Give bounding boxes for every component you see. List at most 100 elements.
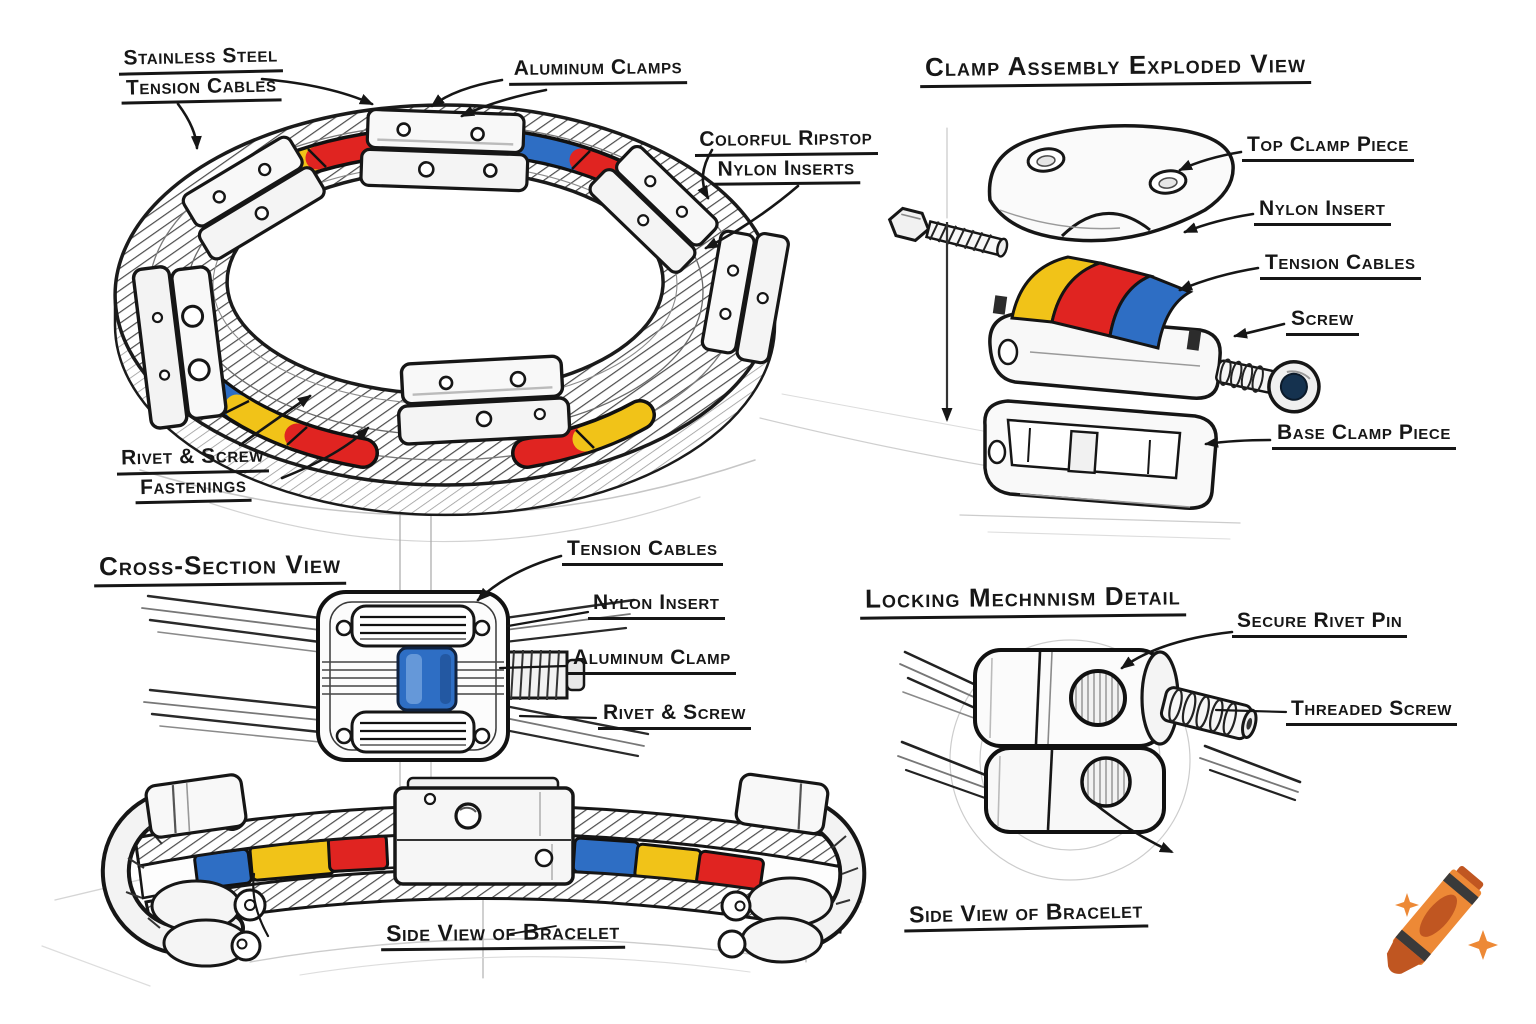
label-line: Nylon Insert <box>1254 196 1391 226</box>
side-view-drawing <box>100 772 867 968</box>
sparkle-icon <box>1468 930 1498 960</box>
label-threaded-screw: Threaded Screw <box>1286 696 1496 726</box>
label-base-clamp-piece: Base Clamp Piece <box>1272 420 1492 450</box>
label-line: Tension Cables <box>1260 250 1421 280</box>
exploded-view-drawing <box>887 124 1321 510</box>
label-line: Secure Rivet Pin <box>1232 608 1408 638</box>
lower-rivet-hole <box>1080 756 1132 808</box>
label-line: Side View of Bracelet <box>903 895 1149 933</box>
title-clamp-assembly-exploded-view: Clamp Assembly Exploded View <box>919 47 1320 88</box>
leader-aluminum-clamps-a <box>430 78 504 108</box>
leader-side-view-left-b <box>509 925 557 935</box>
leader-tension-cables-exp <box>1178 266 1260 292</box>
label-top-clamp-piece: Top Clamp Piece <box>1242 132 1442 162</box>
leader-fastenings-a <box>238 394 312 447</box>
label-cs-tension-cables: Tension Cables <box>562 536 752 566</box>
leader-nylon-inserts-a <box>697 148 714 200</box>
label-line: Rivet & Screw <box>115 442 270 476</box>
hex-screw <box>887 206 1009 258</box>
clamp-upper-right <box>588 144 719 274</box>
leader-aluminum-clamps-b <box>460 88 548 118</box>
side-insert-blue <box>571 836 641 878</box>
sparkle-icon <box>1395 893 1419 917</box>
label-line: Screw <box>1286 306 1359 336</box>
label-line: Tension Cables <box>120 71 282 105</box>
locking-barrel <box>973 648 1180 834</box>
label-line: Aluminum Clamps <box>508 54 688 86</box>
leader-top-clamp <box>1178 150 1243 172</box>
label-line: Tension Cables <box>562 536 723 566</box>
leader-fastenings-b <box>280 426 370 480</box>
leader-tension-cables-a <box>260 77 374 106</box>
top-clamp-piece <box>987 124 1235 243</box>
locking-cables <box>897 650 1302 802</box>
aluminum-clamps <box>131 107 790 446</box>
label-side-view-right: Side View of Bracelet <box>896 895 1157 933</box>
leader-nylon-insert-exp <box>1183 212 1255 234</box>
leader-base-clamp <box>1204 436 1272 448</box>
rivet-pin-hole <box>1069 669 1127 727</box>
crayon-icon <box>1386 865 1498 974</box>
label-line: Top Clamp Piece <box>1242 132 1414 162</box>
insert-red <box>284 423 376 466</box>
leader-cs-aluminum-clamp <box>498 664 568 670</box>
label-side-view-left: Side View of Bracelet <box>368 916 638 952</box>
side-clasp-plate <box>393 776 575 886</box>
label-stainless-steel-tension-cables: Stainless Steel Tension Cables <box>94 42 307 106</box>
middle-clamp-assembly <box>988 255 1222 400</box>
label-screw: Screw <box>1286 306 1386 336</box>
leader-threaded-screw <box>1214 708 1288 714</box>
label-line: Colorful Ripstop <box>694 125 878 157</box>
label-cs-aluminum-clamp: Aluminum Clamp <box>568 645 788 675</box>
insert-separators <box>224 148 642 449</box>
label-tension-cables-exploded: Tension Cables <box>1260 250 1445 280</box>
leader-side-view-left <box>252 872 270 938</box>
label-cs-nylon-insert: Nylon Insert <box>588 590 753 620</box>
section-title: Clamp Assembly Exploded View <box>919 47 1312 88</box>
insert-yellow <box>572 402 653 452</box>
title-cross-section-view: Cross-Section View <box>93 548 354 588</box>
clamp-right <box>700 229 790 365</box>
socket-screw <box>1215 358 1321 414</box>
leader-screw <box>1233 322 1286 339</box>
leader-cs-tension-cables <box>476 554 563 602</box>
leader-tension-cables-b <box>176 102 202 150</box>
clamp-top <box>359 107 530 193</box>
leader-arrows <box>176 77 1288 938</box>
leader-nylon-inserts-b <box>704 184 800 250</box>
exploded-insert-blue <box>1108 274 1194 350</box>
label-aluminum-clamps: Aluminum Clamps <box>498 54 698 86</box>
clamp-bottom <box>396 354 572 446</box>
threaded-stub <box>503 649 586 701</box>
leader-secure-rivet-pin <box>1120 630 1234 670</box>
base-clamp-piece <box>983 399 1218 510</box>
threaded-screw-drawing <box>1159 686 1258 741</box>
label-line: Stainless Steel <box>118 42 284 76</box>
title-locking-mechanism-detail: Locking Mechnnism Detail <box>859 580 1190 620</box>
label-nylon-insert-exploded: Nylon Insert <box>1254 196 1424 226</box>
locking-mechanism-drawing <box>897 639 1302 881</box>
label-colorful-ripstop-nylon-inserts: Colorful Ripstop Nylon Inserts <box>688 125 885 186</box>
clamp-upper-left <box>181 135 326 261</box>
label-secure-rivet-pin: Secure Rivet Pin <box>1232 608 1452 638</box>
section-title: Locking Mechnnism Detail <box>859 580 1187 620</box>
side-right-end <box>717 772 867 964</box>
cross-section-clamp <box>316 590 510 762</box>
side-view-inserts <box>193 833 765 895</box>
label-line: Side View of Bracelet <box>380 916 626 952</box>
label-line: Base Clamp Piece <box>1272 420 1456 450</box>
section-title: Cross-Section View <box>93 548 347 588</box>
clamp-left <box>131 265 228 430</box>
label-rivet-screw-fastenings: Rivet & Screw Fastenings <box>97 442 288 505</box>
label-line: Nylon Insert <box>588 590 725 620</box>
label-cs-rivet-screw: Rivet & Screw <box>598 700 778 730</box>
label-line: Aluminum Clamp <box>568 645 736 675</box>
side-left-end <box>100 773 267 968</box>
cross-section-drawing <box>141 590 650 762</box>
label-line: Rivet & Screw <box>598 700 751 730</box>
label-line: Threaded Screw <box>1286 696 1458 726</box>
leader-cs-nylon-insert <box>506 610 590 628</box>
leader-cs-rivet-screw <box>518 714 598 720</box>
